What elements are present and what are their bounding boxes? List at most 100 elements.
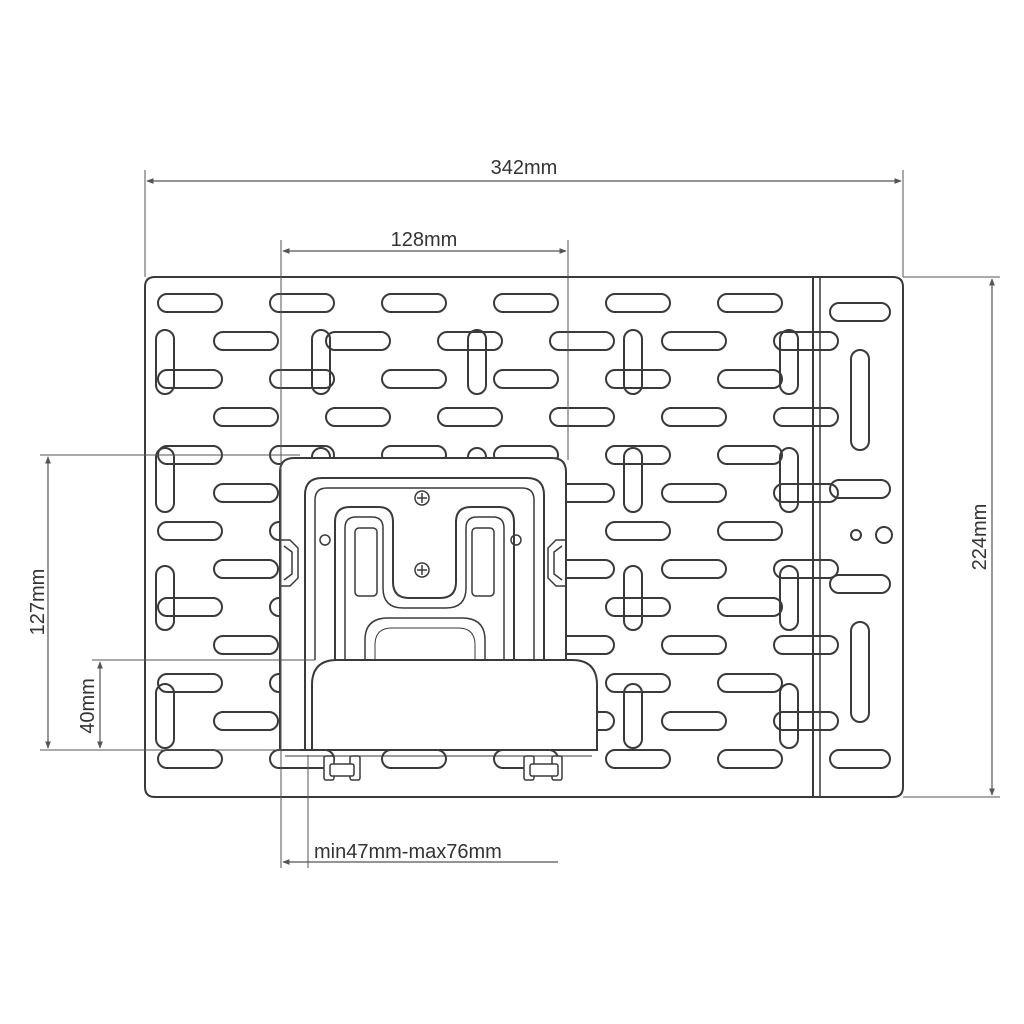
plate-slot: [773, 483, 839, 503]
plate-slot: [717, 369, 783, 389]
plate-slot: [311, 329, 331, 395]
plate-slot: [779, 329, 799, 395]
plate-slot: [829, 479, 891, 499]
plate-slot: [661, 559, 727, 579]
plate-slot: [155, 565, 175, 631]
plate-slot: [850, 349, 870, 451]
plate-slot: [773, 635, 839, 655]
plate-slot: [717, 445, 783, 465]
plate-slot: [157, 293, 223, 313]
bracket-hole-left: [319, 534, 331, 546]
plate-slot: [605, 673, 671, 693]
dimension-gap-range: min47mm-max76mm: [280, 460, 558, 868]
mounting-hole-large: [875, 526, 893, 544]
mounting-hole-small: [850, 529, 862, 541]
plate-slot: [381, 293, 447, 313]
bracket-lower-arc-inner: [374, 627, 476, 660]
plate-slot: [829, 574, 891, 594]
plate-slot: [213, 483, 279, 503]
plate-slot: [850, 621, 870, 723]
plate-slot: [717, 749, 783, 769]
plate-slot: [155, 683, 175, 749]
plate-slot: [605, 293, 671, 313]
plate-slot: [213, 407, 279, 427]
plate-slot: [325, 331, 391, 351]
plate-slot: [717, 673, 783, 693]
side-clip-right: [547, 539, 566, 587]
foot-clip-right: [523, 755, 563, 781]
plate-slot: [773, 711, 839, 731]
screw-icon: [414, 562, 430, 578]
plate-slot: [269, 293, 335, 313]
shelf-depth-label: 40mm: [77, 678, 99, 734]
plate-slot: [213, 635, 279, 655]
plate-slot: [773, 407, 839, 427]
plate-slot: [213, 331, 279, 351]
bracket-lower-arc: [364, 617, 486, 660]
bracket-hole-right: [510, 534, 522, 546]
plate-slot: [623, 329, 643, 395]
plate-slot: [623, 447, 643, 513]
plate-slot: [157, 369, 223, 389]
side-clip-left: [280, 539, 299, 587]
bracket-window-left: [354, 527, 378, 597]
holder-height-label: 127mm: [27, 569, 49, 636]
plate-slot: [829, 302, 891, 322]
plate-slot: [605, 369, 671, 389]
bracket-shelf: [311, 659, 598, 751]
plate-slot: [155, 447, 175, 513]
plate-slot: [213, 711, 279, 731]
plate-slot: [779, 447, 799, 513]
bracket-window-right: [471, 527, 495, 597]
plate-slot: [661, 711, 727, 731]
screw-icon: [414, 490, 430, 506]
dimension-40mm: 40mm: [77, 659, 315, 749]
overall-height-label: 224mm: [969, 504, 991, 571]
plate-slot: [717, 293, 783, 313]
bracket-cutout-inner: [344, 516, 505, 660]
plate-slot: [157, 521, 223, 541]
plate-slot: [381, 369, 447, 389]
plate-slot: [493, 293, 559, 313]
inner-width-label: 128mm: [391, 229, 458, 251]
bracket-cutout-shape: [334, 506, 515, 660]
plate-slot: [467, 329, 487, 395]
plate-slot: [605, 597, 671, 617]
plate-slot: [157, 597, 223, 617]
bracket-back-panel: [314, 487, 535, 660]
plate-slot: [155, 329, 175, 395]
device-holder-bracket: [279, 457, 598, 781]
plate-slot: [605, 521, 671, 541]
plate-slot: [661, 331, 727, 351]
dimension-128mm: 128mm: [280, 229, 569, 460]
plate-slot: [661, 407, 727, 427]
plate-slot: [493, 369, 559, 389]
plate-slot: [773, 559, 839, 579]
plate-slot: [605, 749, 671, 769]
plate-slot: [269, 369, 335, 389]
dimension-224mm: 224mm: [903, 276, 1000, 798]
gap-range-label: min47mm-max76mm: [314, 841, 502, 863]
plate-slot: [213, 559, 279, 579]
dimension-127mm: 127mm: [27, 454, 300, 751]
dimension-342mm: 342mm: [144, 157, 904, 277]
plate-slot: [437, 407, 503, 427]
plate-slot: [779, 683, 799, 749]
plate-slot: [623, 565, 643, 631]
overall-width-label: 342mm: [491, 157, 558, 179]
plate-slot: [325, 407, 391, 427]
plate-slot: [157, 673, 223, 693]
plate-slot: [779, 565, 799, 631]
foot-clip-left: [323, 755, 361, 781]
plate-slot: [605, 445, 671, 465]
plate-slot: [549, 407, 615, 427]
plate-slot: [661, 635, 727, 655]
plate-slot: [661, 483, 727, 503]
plate-slot: [623, 683, 643, 749]
plate-slot: [829, 749, 891, 769]
plate-slot: [549, 331, 615, 351]
plate-slot: [773, 331, 839, 351]
plate-slot: [717, 521, 783, 541]
plate-slot: [717, 597, 783, 617]
